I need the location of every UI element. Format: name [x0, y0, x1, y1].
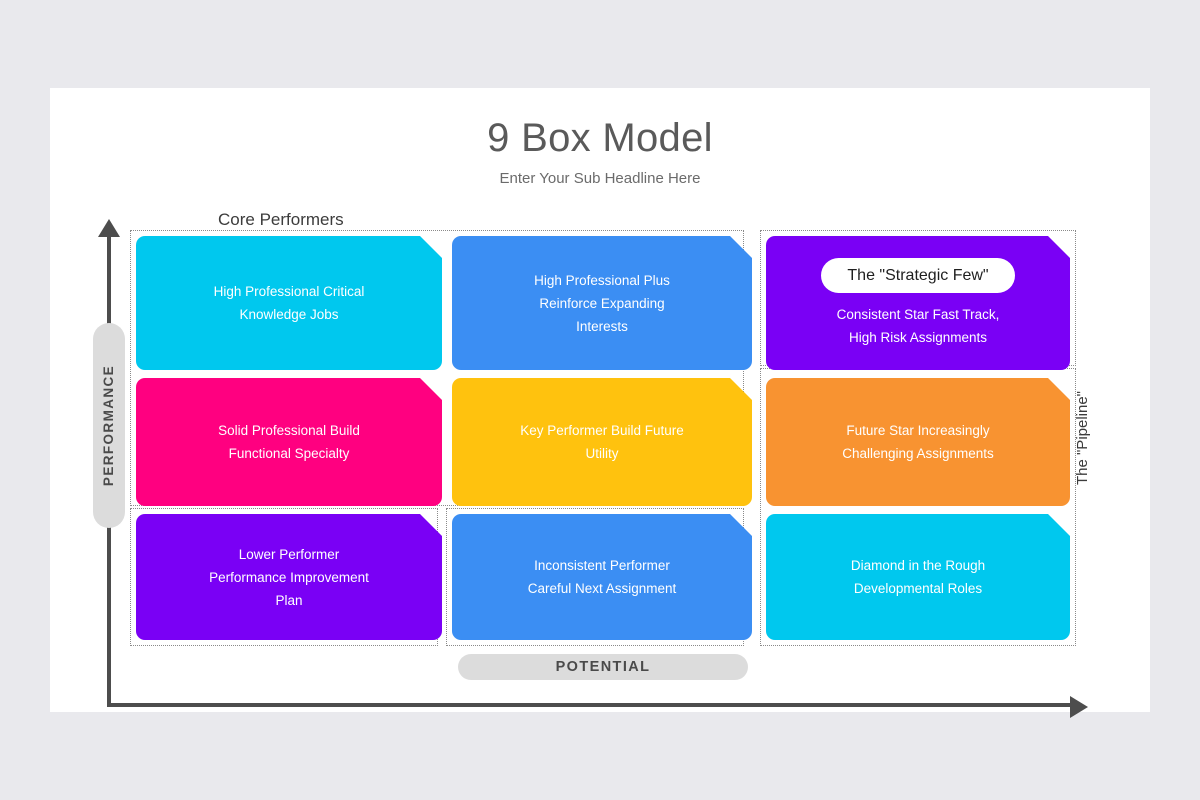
box-text-line: Utility	[585, 446, 619, 461]
badge-strategic-few: The "Strategic Few"	[821, 258, 1014, 293]
box-text-line: Knowledge Jobs	[239, 307, 339, 322]
page-title: 9 Box Model	[487, 116, 713, 160]
box-text-line: Diamond in the Rough	[850, 558, 986, 573]
box-text-line: High Professional Critical	[213, 284, 365, 299]
box-text-line: Developmental Roles	[853, 581, 983, 596]
box-text-line: High Risk Assignments	[848, 329, 988, 345]
potential-axis-label: POTENTIAL	[458, 654, 748, 680]
potential-axis-label-text: POTENTIAL	[555, 659, 651, 675]
core-performers-label: Core Performers	[218, 210, 344, 229]
page-subtitle: Enter Your Sub Headline Here	[499, 170, 701, 187]
box-text-line: Solid Professional Build	[218, 423, 360, 438]
box-text-line: Reinforce Expanding	[539, 295, 665, 311]
box-text-line: Plan	[275, 592, 303, 608]
performance-axis-arrow-icon	[98, 219, 120, 237]
box-text-line: Performance Improvement	[209, 569, 369, 585]
performance-axis-label: PERFORMANCE	[93, 323, 125, 528]
box-text-line: Key Performer Build Future	[520, 423, 684, 438]
slide-canvas: 9 Box Model Enter Your Sub Headline Here…	[50, 88, 1150, 718]
box-text-line: Inconsistent Performer	[534, 558, 670, 573]
box-text-line: Careful Next Assignment	[527, 581, 677, 596]
potential-axis-arrow-icon	[1070, 696, 1088, 718]
box-text-line: Consistent Star Fast Track,	[836, 306, 1000, 322]
box-text-line: Challenging Assignments	[842, 446, 994, 461]
performance-axis-label-text: PERFORMANCE	[101, 364, 117, 487]
potential-axis-line	[107, 703, 1077, 707]
box-text-line: Interests	[576, 318, 628, 334]
box-text-line: Functional Specialty	[228, 446, 350, 461]
box-text-line: High Professional Plus	[534, 272, 670, 288]
box-text-line: Future Star Increasingly	[846, 423, 990, 438]
pipeline-label: The "Pipeline"	[1074, 390, 1091, 486]
box-strategic-few[interactable]: The "Strategic Few" Consistent Star Fast …	[766, 236, 1070, 370]
box-text-line: Lower Performer	[238, 546, 340, 562]
